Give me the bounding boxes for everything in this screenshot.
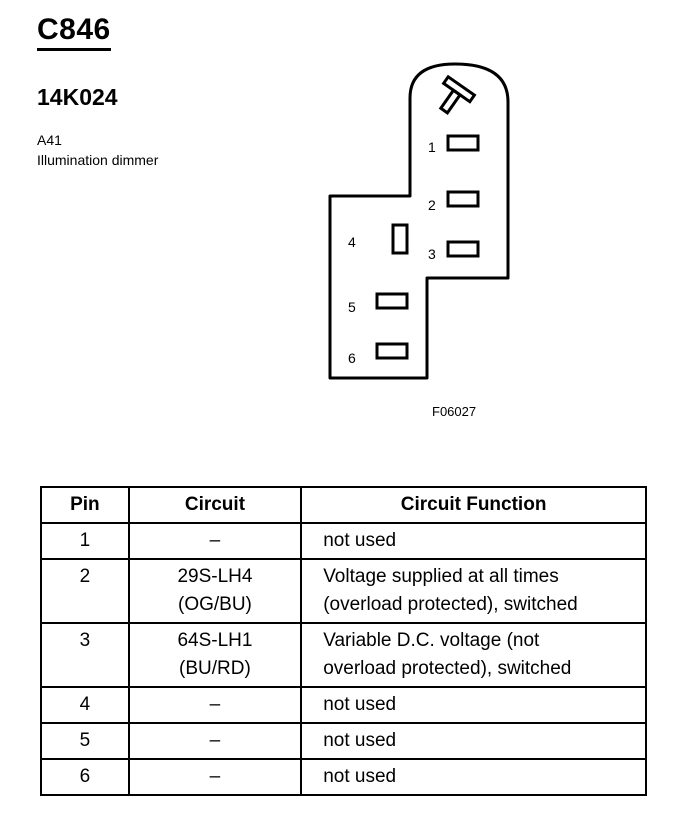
pin-cell: 2 [40,558,130,624]
header-circuit-function: Circuit Function [300,486,647,524]
function-cell: Variable D.C. voltage (not overload prot… [300,622,647,688]
pin-label-6: 6 [348,350,356,366]
connector-id: C846 [37,14,111,51]
circuit-line: – [209,766,221,787]
circuit-cell: – [127,722,303,760]
pin-label-1: 1 [428,139,436,155]
pin-cell: 4 [40,686,130,724]
component-name: Illumination dimmer [37,152,159,168]
function-cell: Voltage supplied at all times (overload … [300,558,647,624]
function-line: overload protected), switched [323,658,572,679]
function-line: not used [323,694,397,715]
table-row: 5 – not used [40,722,647,760]
circuit-cell: – [127,522,303,560]
pin-cavity-5 [375,292,409,310]
header-pin: Pin [40,486,130,524]
circuit-cell: – [127,758,303,796]
function-line: Voltage supplied at all times [323,566,559,587]
pin-cavity-4 [391,223,409,255]
t-shaped-key-icon [438,74,477,115]
pin-label-4: 4 [348,234,356,250]
connector-face-diagram: 1 2 3 4 5 6 [328,62,510,380]
function-line: Variable D.C. voltage (not [323,630,540,651]
circuit-line: 29S-LH4 [177,566,253,587]
circuit-cell: – [127,686,303,724]
function-line: (overload protected), switched [323,594,578,615]
table-row: 1 – not used [40,522,647,560]
pin-cell: 6 [40,758,130,796]
function-line: not used [323,766,397,787]
circuit-cell: 64S-LH1 (BU/RD) [127,622,303,688]
pin-cavity-1 [446,134,480,152]
connector-outline [328,62,510,380]
circuit-line: (BU/RD) [179,658,251,679]
header-circuit: Circuit [127,486,303,524]
function-line: not used [323,530,397,551]
circuit-line: – [209,530,221,551]
table-header-row: Pin Circuit Circuit Function [40,486,647,524]
pin-label-5: 5 [348,299,356,315]
function-line: not used [323,730,397,751]
pin-cell: 5 [40,722,130,760]
pin-cell: 1 [40,522,130,560]
function-cell: not used [300,686,647,724]
table-row: 2 29S-LH4 (OG/BU) Voltage supplied at al… [40,558,647,624]
circuit-line: – [209,694,221,715]
pin-cavity-3 [446,240,480,258]
function-cell: not used [300,722,647,760]
pin-label-2: 2 [428,197,436,213]
part-number: 14K024 [37,84,118,110]
function-cell: not used [300,522,647,560]
location-code: A41 [37,132,62,148]
table-row: 6 – not used [40,758,647,796]
circuit-line: 64S-LH1 [177,630,253,651]
pin-label-3: 3 [428,246,436,262]
pin-cavity-6 [375,342,409,360]
circuit-line: (OG/BU) [178,594,252,615]
pin-cavity-2 [446,190,480,208]
figure-code: F06027 [432,404,477,419]
pin-cell: 3 [40,622,130,688]
pinout-table: Pin Circuit Circuit Function 1 – not use… [40,486,647,796]
table-row: 4 – not used [40,686,647,724]
circuit-line: – [209,730,221,751]
table-row: 3 64S-LH1 (BU/RD) Variable D.C. voltage … [40,622,647,688]
circuit-cell: 29S-LH4 (OG/BU) [127,558,303,624]
function-cell: not used [300,758,647,796]
